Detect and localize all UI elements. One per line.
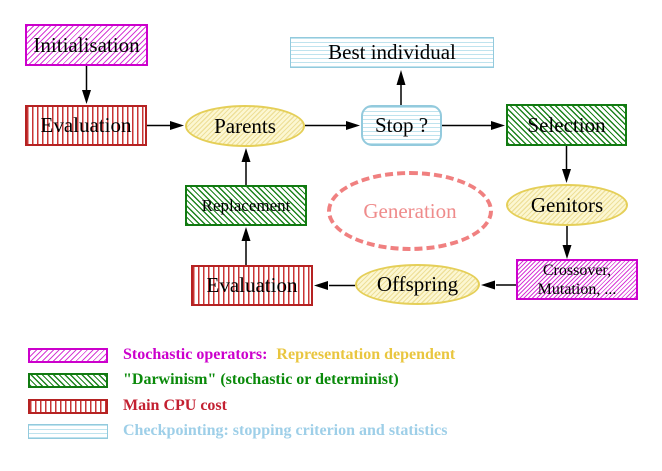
node-initialisation: Initialisation: [25, 24, 148, 66]
arrow-stop-to-selection: [442, 121, 505, 130]
node-best-individual-label: Best individual: [328, 40, 456, 64]
crossover-line2: Mutation, ...: [537, 280, 617, 298]
node-evaluation-bottom-label: Evaluation: [206, 273, 298, 297]
legend-label-representation-dependent: Representation dependent: [276, 346, 456, 363]
node-selection: Selection: [506, 104, 627, 146]
node-evaluation-top-label: Evaluation: [40, 113, 132, 137]
arrow-offspring-to-evaluation: [314, 281, 355, 290]
node-parents-label: Parents: [214, 113, 276, 138]
node-crossover-mutation-label: Crossover, Mutation, ...: [538, 261, 617, 299]
crossover-line1: Crossover,: [542, 261, 612, 279]
node-genitors: Genitors: [506, 184, 628, 226]
arrow-evaluation-to-parents: [147, 121, 184, 130]
node-best-individual: Best individual: [290, 37, 494, 68]
legend-swatch-magenta-hatch: [28, 347, 108, 363]
legend-row-main-cpu-cost: Main CPU cost: [28, 397, 227, 414]
legend-swatch-cyan-stripes: [28, 423, 108, 439]
node-generation: Generation: [327, 171, 493, 251]
arrow-evaluation-to-replacement: [241, 227, 251, 265]
node-offspring: Offspring: [355, 264, 480, 305]
arrow-crossover-to-offspring: [481, 280, 516, 290]
node-offspring-label: Offspring: [376, 272, 459, 296]
node-parents: Parents: [185, 105, 305, 147]
node-evaluation-bottom: Evaluation: [191, 265, 313, 306]
node-initialisation-label: Initialisation: [33, 32, 140, 57]
node-generation-label: Generation: [363, 198, 457, 223]
node-crossover-mutation: Crossover, Mutation, ...: [516, 259, 638, 300]
arrow-initialisation-to-evaluation: [82, 66, 91, 104]
legend-row-darwinism: "Darwinism" (stochastic or determinist): [28, 371, 399, 388]
arrow-genitors-to-crossover: [562, 226, 572, 259]
legend-swatch-red-stripes: [28, 398, 108, 414]
node-genitors-label: Genitors: [530, 192, 604, 217]
legend-label-darwinism: "Darwinism" (stochastic or determinist): [123, 371, 399, 388]
legend-swatch-green-hatch: [28, 372, 108, 388]
arrow-replacement-to-parents: [241, 148, 251, 185]
node-stop-label: Stop ?: [374, 113, 429, 137]
arrow-selection-to-genitors: [562, 146, 571, 183]
legend-row-checkpointing: Checkpointing: stopping criterion and st…: [28, 422, 448, 439]
arrow-stop-to-best-individual: [396, 70, 406, 105]
legend-label-checkpointing: Checkpointing: stopping criterion and st…: [123, 422, 448, 439]
legend-row-stochastic-operators: Stochastic operators: Representation dep…: [28, 346, 456, 363]
legend-label-stochastic-operators: Stochastic operators:: [123, 346, 268, 363]
node-stop: Stop ?: [361, 105, 442, 146]
legend-label-main-cpu-cost: Main CPU cost: [123, 397, 227, 414]
arrow-parents-to-stop: [305, 121, 360, 130]
node-replacement: Replacement: [185, 185, 307, 226]
node-evaluation-top: Evaluation: [25, 105, 147, 146]
node-selection-label: Selection: [527, 112, 606, 137]
node-replacement-label: Replacement: [201, 195, 291, 215]
